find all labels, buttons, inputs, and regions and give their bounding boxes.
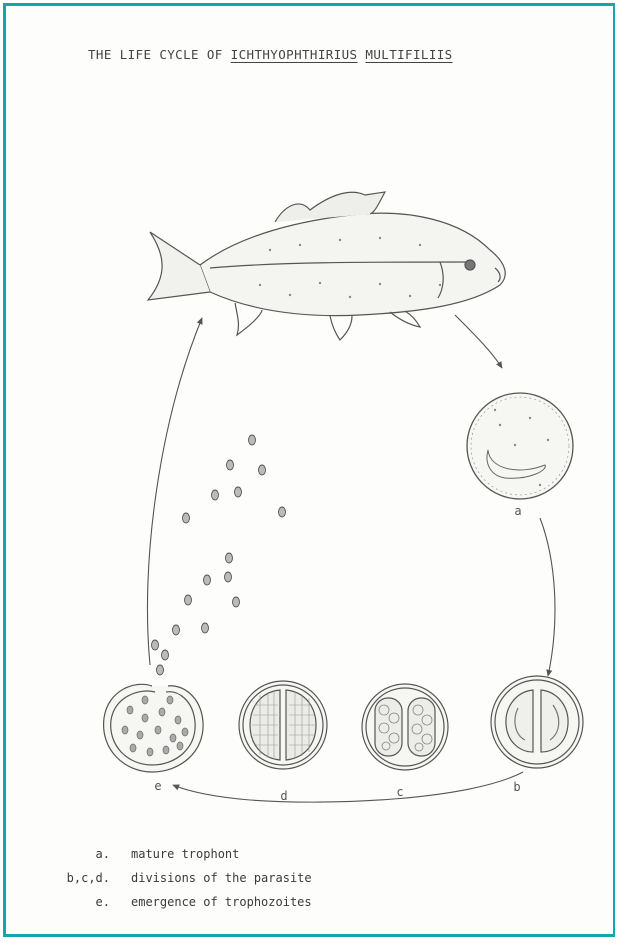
- stage-e-emergence: [104, 684, 204, 772]
- arrow-fish-to-a: [455, 315, 502, 368]
- stage-a-trophont: [467, 393, 573, 499]
- legend-text: mature trophont: [131, 847, 239, 861]
- stage-d-division: [239, 681, 327, 769]
- stage-b-division: [491, 676, 583, 768]
- stage-label-e: e: [154, 779, 161, 793]
- stage-label-c: c: [396, 785, 403, 799]
- legend-text: divisions of the parasite: [131, 871, 312, 885]
- arrow-a-to-b: [540, 518, 555, 676]
- arrow-b-to-e: [173, 772, 523, 802]
- legend-key: a.: [20, 847, 110, 861]
- legend-text: emergence of trophozoites: [131, 895, 312, 909]
- legend-key: e.: [20, 895, 110, 909]
- stage-c-division: [362, 684, 448, 770]
- fish-drawing: [148, 192, 505, 340]
- stage-label-d: d: [280, 789, 287, 803]
- arrow-e-to-fish: [147, 318, 202, 665]
- stage-label-b: b: [513, 780, 520, 794]
- stage-label-a: a: [514, 504, 521, 518]
- legend-key: b,c,d.: [20, 871, 110, 885]
- trophozoite-swarm: [152, 435, 286, 675]
